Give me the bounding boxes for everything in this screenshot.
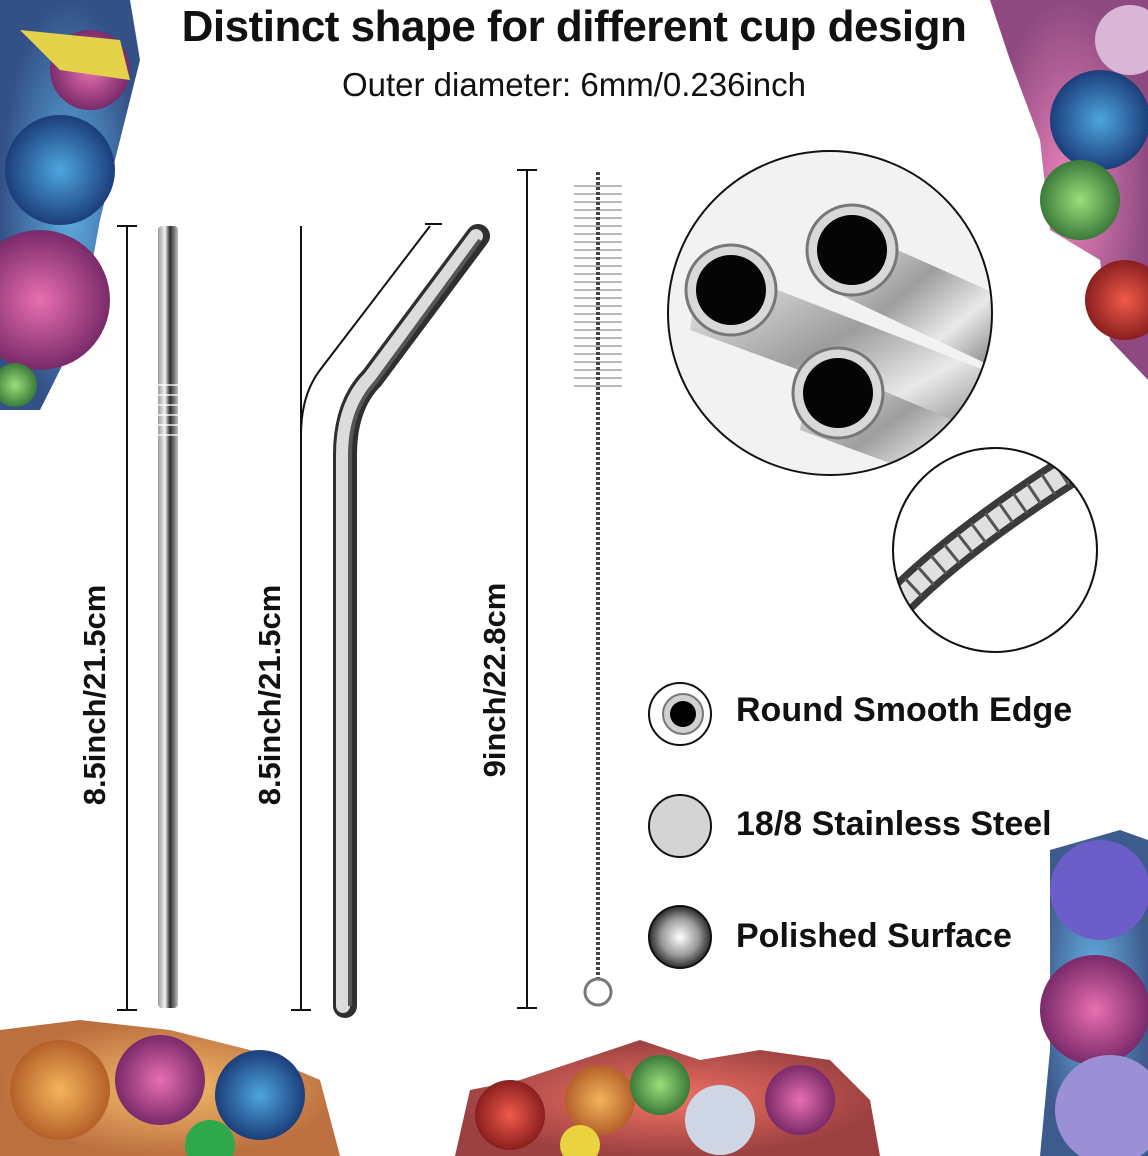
feature-label-stainless-steel: 18/8 Stainless Steel [736, 805, 1052, 843]
brush-length-label: 9inch/22.8cm [477, 582, 512, 778]
dimension-line-brush [517, 169, 537, 1009]
coral-bottom-left [0, 1020, 340, 1156]
feature-label-polished-surface: Polished Surface [736, 917, 1012, 955]
page-subtitle: Outer diameter: 6mm/0.236inch [341, 66, 807, 103]
dimension-line-bent [291, 223, 442, 1011]
coral-bottom-center [455, 1040, 880, 1156]
page-title: Distinct shape for different cup design [181, 2, 967, 51]
coral-top-right [990, 0, 1148, 380]
coral-bottom-right [1040, 830, 1148, 1156]
straw-ends-closeup [667, 150, 993, 476]
coral-top-left [0, 0, 140, 410]
bent-straw-length-label: 8.5inch/21.5cm [252, 584, 287, 806]
cleaning-brush [574, 172, 622, 1007]
bent-straw [333, 224, 490, 1018]
straight-straw-length-label: 8.5inch/21.5cm [77, 584, 112, 806]
bend-closeup [892, 447, 1098, 653]
feature-label-round-edge: Round Smooth Edge [736, 691, 1073, 729]
dimension-line-straight [117, 225, 137, 1011]
straight-straw [155, 226, 181, 1008]
